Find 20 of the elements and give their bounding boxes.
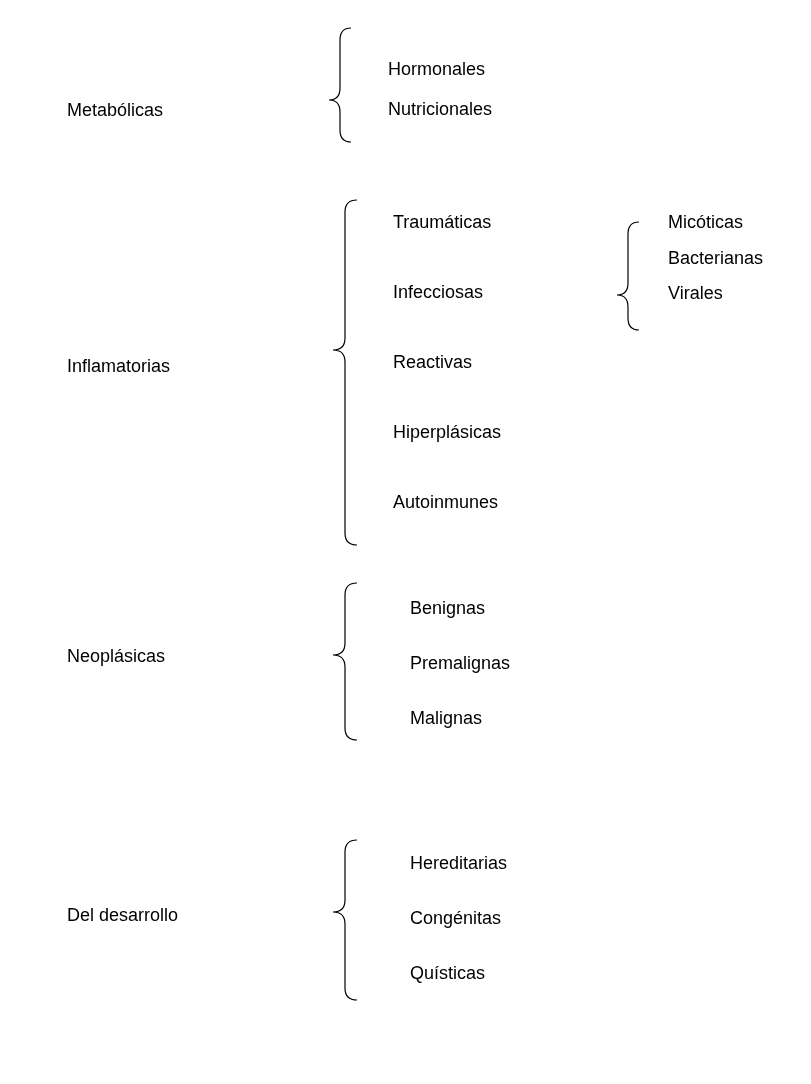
- category-label: Inflamatorias: [67, 355, 171, 377]
- category-label: Hereditarias: [410, 852, 508, 874]
- category-label: Del desarrollo: [67, 904, 179, 926]
- category-label: Micóticas: [668, 211, 743, 233]
- category-label: Hiperplásicas: [393, 421, 502, 443]
- category-label: Quísticas: [410, 962, 486, 984]
- category-label: Nutricionales: [388, 98, 493, 120]
- category-label: Virales: [668, 282, 723, 304]
- category-label: Infecciosas: [393, 281, 484, 303]
- category-label: Congénitas: [410, 907, 502, 929]
- category-label: Premalignas: [410, 652, 511, 674]
- category-label: Hormonales: [388, 58, 486, 80]
- category-label: Malignas: [410, 707, 483, 729]
- category-label: Reactivas: [393, 351, 473, 373]
- category-label: Bacterianas: [668, 247, 764, 269]
- category-label: Neoplásicas: [67, 645, 166, 667]
- category-label: Traumáticas: [393, 211, 492, 233]
- category-label: Benignas: [410, 597, 486, 619]
- category-label: Autoinmunes: [393, 491, 499, 513]
- category-label: Metabólicas: [67, 99, 164, 121]
